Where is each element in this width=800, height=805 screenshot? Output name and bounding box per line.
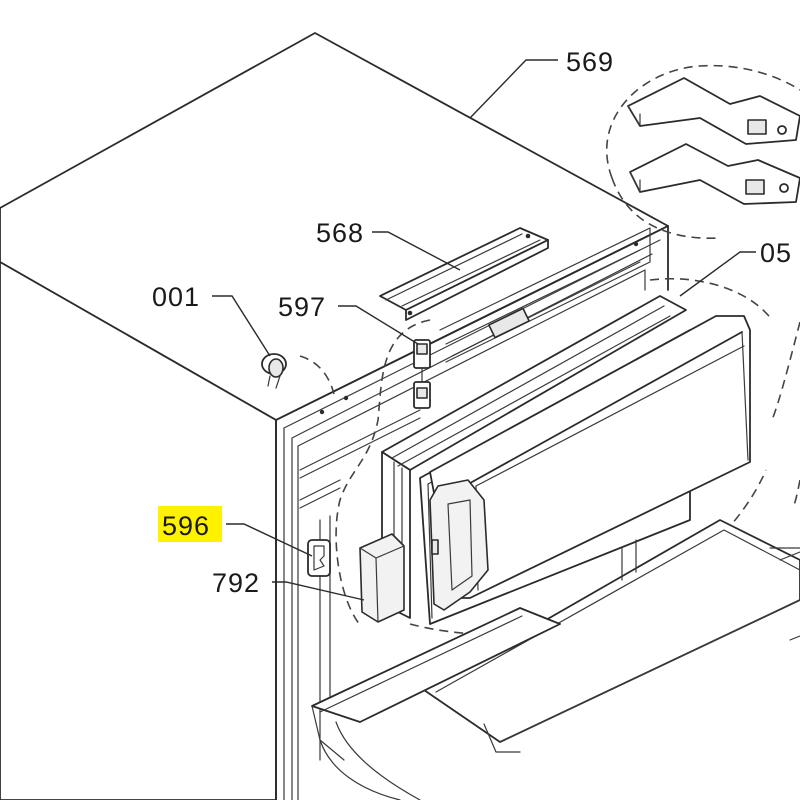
part-597-clips (335, 319, 431, 626)
part-001-screw (261, 353, 335, 395)
inner-top-channel (439, 227, 651, 363)
label-05: 05 (760, 238, 792, 268)
leader-lines (212, 59, 756, 601)
highlight-596 (158, 506, 222, 542)
label-597: 597 (278, 292, 326, 322)
label-001: 001 (152, 282, 200, 312)
door-assembly (359, 277, 773, 636)
part-596-latch (307, 539, 331, 577)
label-596: 596 (162, 511, 210, 541)
shelves (311, 519, 800, 801)
door-handle (429, 479, 489, 611)
cabinet (0, 32, 669, 801)
part-568-rail (379, 227, 549, 321)
label-568: 568 (316, 218, 364, 248)
right-dash-arc (771, 321, 800, 421)
hinge-detail (605, 64, 800, 240)
right-dash-arc-2 (793, 479, 800, 506)
label-569: 569 (566, 47, 614, 77)
label-792: 792 (212, 568, 260, 598)
